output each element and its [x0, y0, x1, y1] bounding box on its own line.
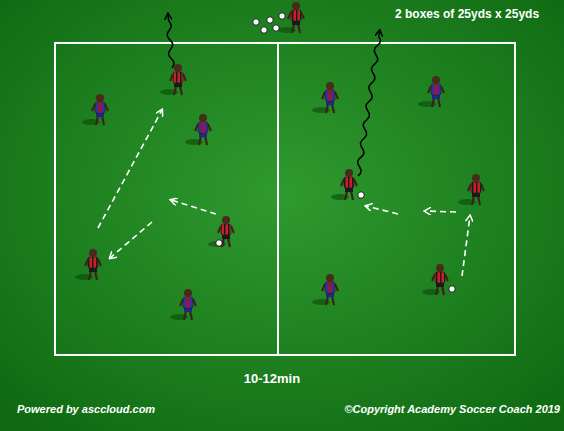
ball — [449, 286, 455, 292]
red-player — [208, 216, 234, 247]
ball — [216, 240, 222, 246]
red-player — [75, 249, 101, 280]
blue-player — [418, 76, 444, 107]
blue-player — [170, 289, 196, 320]
red-player — [458, 174, 484, 205]
dribble-arrow — [167, 14, 174, 68]
red-player — [160, 64, 186, 95]
blue-player — [82, 94, 108, 125]
blue-player — [312, 82, 338, 113]
note-label: 2 boxes of 25yds x 25yds — [395, 7, 539, 21]
dribble-arrows — [167, 14, 380, 176]
blue-player — [312, 274, 338, 305]
ball — [273, 25, 279, 31]
box-outline — [55, 43, 515, 355]
red-player — [278, 2, 304, 33]
note-label: ©Copyright Academy Soccer Coach 2019 — [344, 403, 560, 415]
red-player — [422, 264, 448, 295]
players — [75, 2, 484, 320]
blue-player — [185, 114, 211, 145]
note-label: 10-12min — [244, 371, 300, 386]
ball — [358, 192, 364, 198]
note-label: Powered by asccloud.com — [17, 403, 155, 415]
ball — [253, 19, 259, 25]
box-divider — [277, 43, 279, 355]
ball — [267, 17, 273, 23]
ball — [279, 13, 285, 19]
pass-arrows — [98, 110, 470, 276]
red-player — [331, 169, 357, 200]
dribble-arrow — [358, 31, 381, 176]
ball — [261, 27, 267, 33]
